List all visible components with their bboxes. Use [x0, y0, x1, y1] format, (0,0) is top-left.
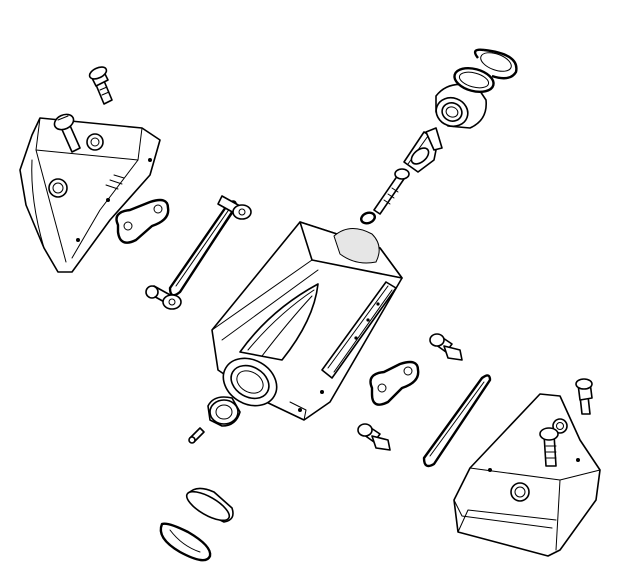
cap-screw	[53, 113, 81, 153]
set-screw	[188, 427, 205, 444]
pivot-pin	[217, 195, 252, 220]
hex-head-bolt	[357, 423, 391, 451]
long-strip-seal	[422, 374, 492, 468]
seal-ring	[185, 487, 234, 523]
cap-screw	[88, 66, 113, 105]
retaining-ring	[473, 48, 518, 80]
right-end-cap	[453, 393, 601, 557]
seal-ring	[453, 66, 495, 94]
gasket	[369, 360, 420, 406]
left-end-cap	[19, 117, 161, 273]
cap-screw	[539, 427, 559, 467]
pivot-pin	[145, 285, 182, 310]
long-strip-seal	[168, 200, 238, 297]
seal-ring	[360, 211, 376, 225]
center-housing	[211, 221, 403, 421]
set-screw	[373, 168, 410, 215]
gasket	[115, 198, 170, 244]
hex-head-bolt	[429, 333, 463, 361]
retaining-ring	[159, 522, 212, 562]
bushing	[207, 396, 241, 427]
roller-bearing	[435, 83, 487, 129]
cap-screw	[575, 378, 593, 415]
pivot-pin	[403, 127, 443, 173]
